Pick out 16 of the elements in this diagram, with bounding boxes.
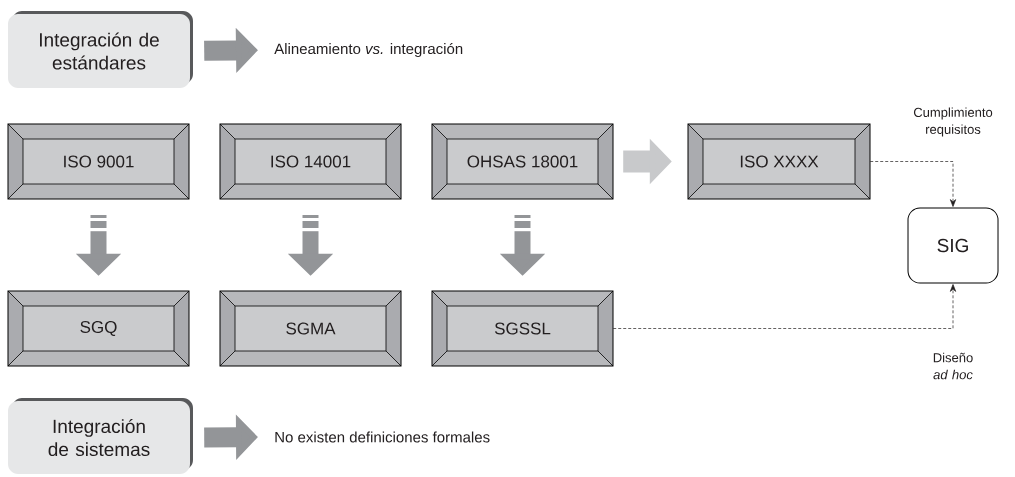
rounded-box: Integración de estándares	[8, 11, 193, 88]
standard-box: ISO 9001	[7, 123, 190, 200]
standard-box: OHSAS 18001	[431, 123, 614, 200]
standard-box: SGQ	[7, 290, 190, 367]
note-text: No existen definiciones formales	[275, 431, 490, 443]
standard-box: SGMA	[219, 290, 402, 367]
note-text: Alineamiento vs. integración	[274, 42, 463, 58]
dashed-arrow	[612, 284, 957, 329]
standard-box: ISO XXXX	[687, 123, 871, 200]
standard-box: SGSSL	[431, 290, 614, 367]
edge-label: Cumplimiento requisitos	[913, 107, 993, 137]
system-box: SIG	[907, 207, 999, 284]
rounded-box: Integración de sistemas	[8, 398, 193, 474]
dashed-arrow	[869, 161, 957, 207]
standard-box: ISO 14001	[219, 123, 402, 200]
edge-label: Diseño ad hoc	[933, 352, 973, 380]
